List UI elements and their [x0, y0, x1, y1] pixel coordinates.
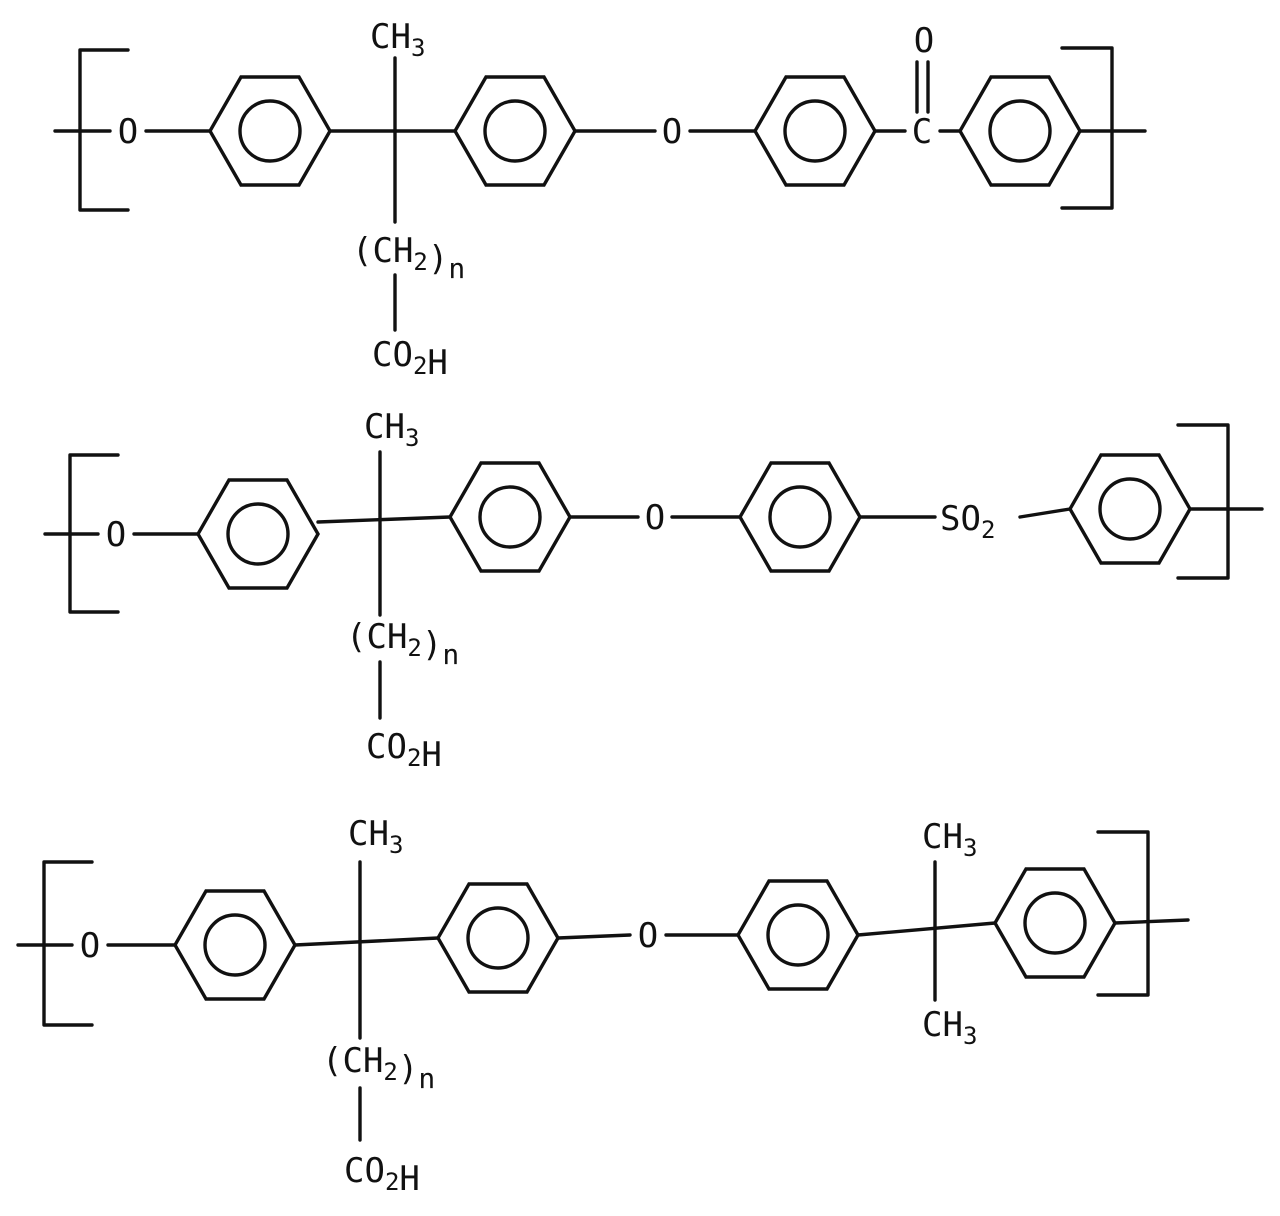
- methyl-label: CH3: [348, 814, 403, 859]
- benzene-ring: [210, 77, 330, 185]
- polymer-structure-ketone: O CH3 (CH2)n CO2H O C O: [55, 17, 1145, 383]
- oxygen-atom: O: [106, 515, 126, 555]
- benzene-ring: [438, 884, 558, 992]
- acid-label: CO2H: [372, 335, 448, 383]
- ether-oxygen: O: [662, 112, 682, 152]
- acid-label: CO2H: [366, 727, 442, 775]
- bond: [318, 517, 450, 522]
- benzene-ring: [995, 869, 1115, 977]
- ether-oxygen: O: [645, 498, 665, 538]
- methyl-label-bottom: CH3: [922, 1005, 977, 1050]
- benzene-ring: [1070, 455, 1190, 563]
- side-chain-label: (CH2)n: [346, 617, 459, 671]
- benzene-ring: [455, 77, 575, 185]
- benzene-ring: [175, 891, 295, 999]
- ether-oxygen: O: [638, 916, 658, 956]
- oxygen-atom: O: [80, 926, 100, 966]
- right-bracket: [1098, 832, 1148, 995]
- methyl-label-top: CH3: [922, 817, 977, 862]
- bond: [558, 935, 630, 938]
- methyl-label: CH3: [364, 407, 419, 452]
- methyl-label: CH3: [370, 17, 425, 62]
- sulfonyl-label: SO2: [940, 499, 995, 544]
- polymer-structure-sulfone: O CH3 (CH2)n CO2H O SO2: [45, 407, 1262, 775]
- benzene-ring: [198, 480, 318, 588]
- carbonyl-oxygen: O: [914, 21, 934, 61]
- carbonyl-carbon: C: [912, 112, 932, 152]
- side-chain-label: (CH2)n: [322, 1041, 435, 1095]
- polymer-structure-isopropylidene: O CH3 (CH2)n CO2H O CH3 CH3: [18, 814, 1188, 1199]
- benzene-ring: [755, 77, 875, 185]
- right-bracket: [1062, 48, 1112, 208]
- benzene-ring: [740, 463, 860, 571]
- acid-label: CO2H: [344, 1151, 420, 1199]
- oxygen-atom: O: [118, 112, 138, 152]
- benzene-ring: [960, 77, 1080, 185]
- terminal-bond-right: [1115, 920, 1188, 923]
- benzene-ring: [450, 463, 570, 571]
- bond: [295, 938, 438, 945]
- bond: [1020, 509, 1070, 517]
- side-chain-label: (CH2)n: [352, 231, 465, 285]
- bond: [858, 923, 995, 935]
- benzene-ring: [738, 881, 858, 989]
